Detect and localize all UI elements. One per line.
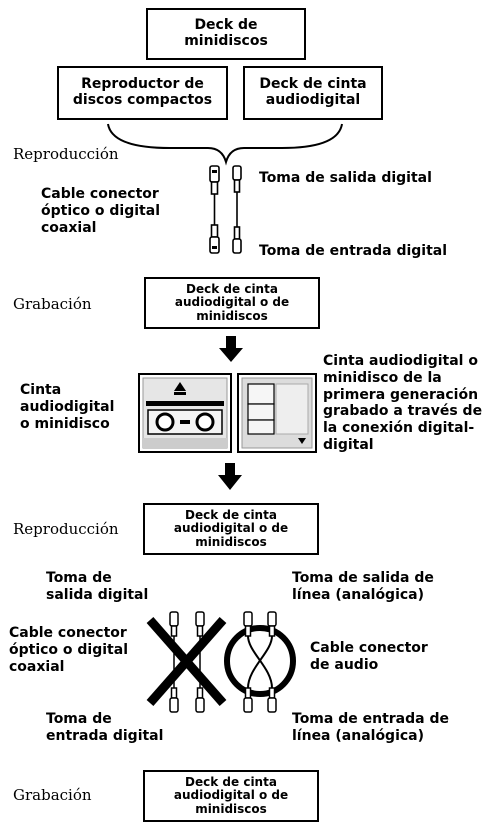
dat-deck-box: Deck de cinta audiodigital bbox=[243, 66, 383, 120]
first-generation-label: Cinta audiodigital o minidisco de la pri… bbox=[323, 353, 483, 453]
line-in-jack-label: Toma de entrada de línea (analógica) bbox=[292, 711, 449, 744]
reproduccion-label-2: Reproducción bbox=[13, 520, 119, 538]
tape-or-minidisc-label: Cinta audiodigital o minidisco bbox=[20, 382, 115, 432]
cable-optical-label-1: Cable conector óptico o digital coaxial bbox=[41, 186, 160, 236]
line-out-jack-label: Toma de salida de línea (analógica) bbox=[292, 570, 434, 603]
recording-deck-box-1: Deck de cinta audiodigital o de minidisc… bbox=[144, 277, 320, 329]
reproduccion-label-1: Reproducción bbox=[13, 145, 119, 163]
grabacion-label-2: Grabación bbox=[13, 786, 92, 804]
digital-in-jack-label-1: Toma de entrada digital bbox=[259, 243, 448, 259]
digital-out-jack-label-2: Toma de salida digital bbox=[46, 570, 149, 603]
grabacion-label-1: Grabación bbox=[13, 295, 92, 313]
playback-deck-box-2: Deck de cinta audiodigital o de minidisc… bbox=[143, 503, 319, 555]
minidisc-deck-box: Deck de minidiscos bbox=[146, 8, 306, 60]
recording-deck-box-2: Deck de cinta audiodigital o de minidisc… bbox=[143, 770, 319, 822]
cd-player-box: Reproductor de discos compactos bbox=[57, 66, 228, 120]
digital-out-jack-label-1: Toma de salida digital bbox=[259, 170, 432, 186]
digital-in-jack-label-2: Toma de entrada digital bbox=[46, 711, 164, 744]
cable-optical-label-2: Cable conector óptico o digital coaxial bbox=[9, 625, 128, 675]
audio-cable-label: Cable conector de audio bbox=[310, 640, 428, 673]
